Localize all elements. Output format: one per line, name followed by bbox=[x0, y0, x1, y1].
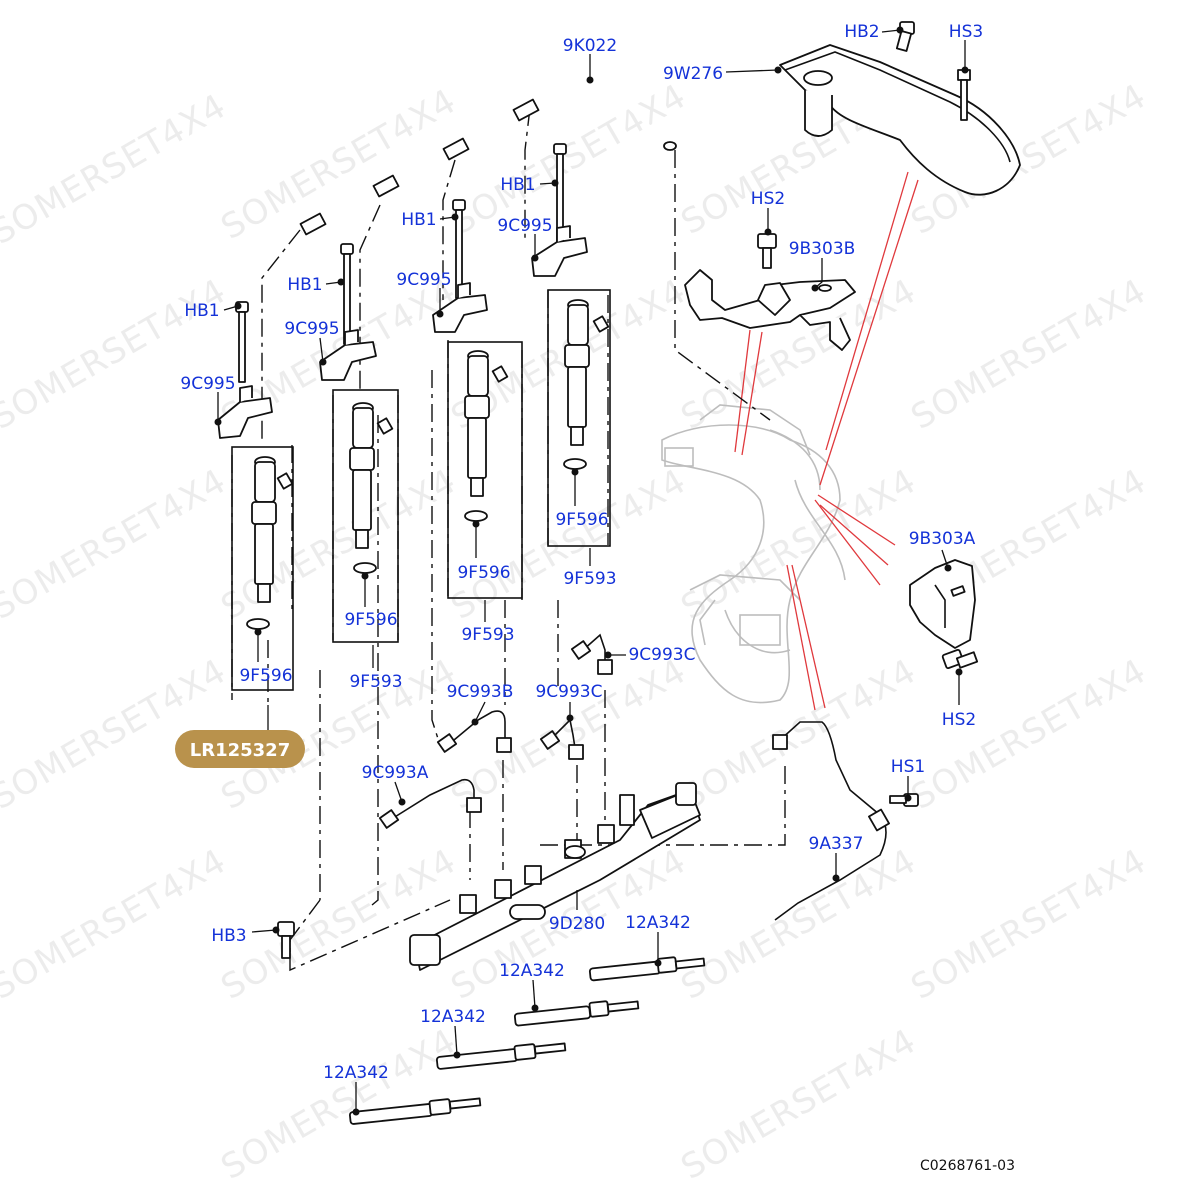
injector-box-4 bbox=[547, 289, 611, 547]
watermark: SOMERSET4X4 bbox=[215, 841, 464, 1008]
callout-9c995-a[interactable]: 9C995 bbox=[180, 374, 235, 394]
pipe-9c993b[interactable] bbox=[436, 710, 512, 753]
watermark: SOMERSET4X4 bbox=[905, 271, 1154, 438]
callout-labels: 9K022 9W276 HB2 HS3 HS2 9B303B HB1 HB1 H… bbox=[180, 22, 983, 1083]
watermark: SOMERSET4X4 bbox=[445, 651, 694, 818]
callout-9f596-d[interactable]: 9F596 bbox=[555, 510, 608, 530]
callout-9b303a[interactable]: 9B303A bbox=[909, 529, 976, 549]
callout-9c995-d[interactable]: 9C995 bbox=[497, 216, 552, 236]
watermark: SOMERSET4X4 bbox=[0, 86, 233, 253]
watermark: SOMERSET4X4 bbox=[0, 841, 233, 1008]
bolt-hs1[interactable] bbox=[889, 793, 919, 807]
watermark: SOMERSET4X4 bbox=[0, 271, 233, 438]
pipe-9c993c-top[interactable] bbox=[570, 633, 613, 675]
fuel-return-hose[interactable] bbox=[299, 85, 677, 236]
bolt-hs2-bottom[interactable] bbox=[941, 649, 979, 669]
callout-9c993c-mid[interactable]: 9C993C bbox=[535, 682, 602, 702]
engine-background-outline bbox=[661, 404, 846, 704]
watermark: SOMERSET4X4 bbox=[675, 1021, 924, 1188]
callout-9w276[interactable]: 9W276 bbox=[663, 64, 723, 84]
callout-hs2-top[interactable]: HS2 bbox=[751, 189, 785, 209]
bolt-hb3[interactable] bbox=[277, 921, 295, 959]
callout-hs2-bottom[interactable]: HS2 bbox=[942, 710, 976, 730]
watermark: SOMERSET4X4 bbox=[675, 461, 924, 628]
bolt-hb1-c[interactable] bbox=[452, 199, 466, 299]
watermark: SOMERSET4X4 bbox=[905, 651, 1154, 818]
callout-9c993b[interactable]: 9C993B bbox=[447, 682, 514, 702]
callout-9c995-b[interactable]: 9C995 bbox=[284, 319, 339, 339]
watermark: SOMERSET4X4 bbox=[445, 76, 694, 243]
injector-9f593-c[interactable] bbox=[464, 350, 509, 522]
callout-9c993c-top[interactable]: 9C993C bbox=[628, 645, 695, 665]
pipe-9c993a[interactable] bbox=[378, 778, 482, 829]
callout-9a337[interactable]: 9A337 bbox=[809, 834, 864, 854]
watermark: SOMERSET4X4 bbox=[215, 461, 464, 628]
engine-cover-bracket[interactable] bbox=[779, 44, 1021, 196]
diagram-reference-code: C0268761-03 bbox=[920, 1158, 1015, 1174]
injector-9f593-a[interactable] bbox=[246, 456, 294, 630]
badge-label: LR125327 bbox=[190, 740, 290, 761]
fuel-rail[interactable] bbox=[409, 782, 701, 971]
callout-9f596-c[interactable]: 9F596 bbox=[457, 563, 510, 583]
callout-12a342-a[interactable]: 12A342 bbox=[625, 913, 691, 933]
callout-9c995-c[interactable]: 9C995 bbox=[396, 270, 451, 290]
callout-hb1-b[interactable]: HB1 bbox=[287, 275, 322, 295]
watermark: SOMERSET4X4 bbox=[905, 841, 1154, 1008]
callout-12a342-d[interactable]: 12A342 bbox=[323, 1063, 389, 1083]
badge-background bbox=[175, 730, 305, 768]
callout-9d280[interactable]: 9D280 bbox=[549, 914, 605, 934]
glow-plug-b[interactable] bbox=[513, 1000, 640, 1027]
injector-box-3 bbox=[447, 341, 523, 599]
pipe-9a337[interactable] bbox=[772, 721, 890, 921]
clamp-9c995-c[interactable] bbox=[432, 282, 488, 333]
glow-plug-d[interactable] bbox=[348, 1097, 482, 1125]
injector-box-2 bbox=[332, 389, 399, 643]
pipe-9c993c-mid[interactable] bbox=[539, 718, 584, 760]
glow-plug-c[interactable] bbox=[435, 1042, 567, 1070]
callout-hb1-d[interactable]: HB1 bbox=[500, 175, 535, 195]
callout-hs1[interactable]: HS1 bbox=[891, 757, 925, 777]
callout-9f596-b[interactable]: 9F596 bbox=[344, 610, 397, 630]
bracket-9b303a[interactable] bbox=[909, 559, 976, 649]
reference-lines bbox=[734, 171, 919, 711]
bolt-hs2-top[interactable] bbox=[757, 233, 777, 269]
callout-9k022[interactable]: 9K022 bbox=[563, 36, 617, 56]
callout-12a342-c[interactable]: 12A342 bbox=[420, 1007, 486, 1027]
clamp-9c995-b[interactable] bbox=[319, 329, 377, 381]
callout-hb1-c[interactable]: HB1 bbox=[401, 210, 436, 230]
callout-9c993a[interactable]: 9C993A bbox=[362, 763, 429, 783]
injector-9f593-b[interactable] bbox=[349, 402, 394, 574]
clamp-9c995-d[interactable] bbox=[531, 225, 588, 277]
callout-12a342-b[interactable]: 12A342 bbox=[499, 961, 565, 981]
callout-hs3[interactable]: HS3 bbox=[949, 22, 983, 42]
callout-9b303b[interactable]: 9B303B bbox=[789, 239, 856, 259]
callout-9f593-b[interactable]: 9F593 bbox=[461, 625, 514, 645]
callout-hb3[interactable]: HB3 bbox=[211, 926, 246, 946]
leader-lines bbox=[214, 26, 969, 1116]
callout-9f596-a[interactable]: 9F596 bbox=[239, 666, 292, 686]
part-number-badge[interactable]: LR125327 bbox=[175, 730, 305, 768]
injector-box-1 bbox=[231, 446, 294, 691]
bolt-hb1-a[interactable] bbox=[235, 301, 249, 383]
watermark: SOMERSET4X4 bbox=[675, 841, 924, 1008]
injector-9f593-d[interactable] bbox=[563, 299, 610, 470]
callout-9f593-c[interactable]: 9F593 bbox=[563, 569, 616, 589]
bracket-9b303b[interactable] bbox=[684, 269, 856, 351]
watermark: SOMERSET4X4 bbox=[0, 461, 233, 628]
callout-9f593-a[interactable]: 9F593 bbox=[349, 672, 402, 692]
clamp-9c995-a[interactable] bbox=[217, 385, 273, 439]
callout-hb1-a[interactable]: HB1 bbox=[184, 301, 219, 321]
injector-group-boxes bbox=[231, 289, 611, 691]
callout-hb2[interactable]: HB2 bbox=[844, 22, 879, 42]
bolt-hb2[interactable] bbox=[895, 21, 915, 52]
